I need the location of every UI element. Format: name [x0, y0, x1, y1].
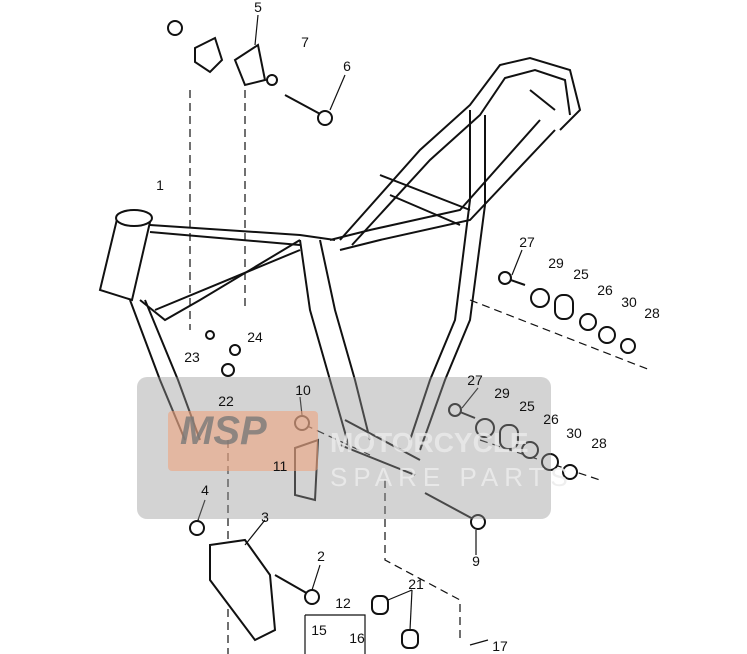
callout-28-lower: 28 — [591, 435, 607, 451]
callout-4: 4 — [201, 482, 209, 498]
callout-7: 7 — [301, 34, 309, 50]
head-tube — [98, 209, 153, 302]
callout-16: 16 — [349, 630, 365, 646]
watermark-line1: MOTORCYCLE — [330, 427, 529, 458]
callout-10: 10 — [295, 382, 311, 398]
callout-30-lower: 30 — [566, 425, 582, 441]
watermark-line2: SPARE PARTS — [330, 462, 574, 492]
callout-24: 24 — [247, 329, 263, 345]
callout-27-lower: 27 — [467, 372, 483, 388]
callout-6: 6 — [343, 58, 351, 74]
callout-26-lower: 26 — [543, 411, 559, 427]
callout-26-upper: 26 — [597, 282, 613, 298]
callout-28-upper: 28 — [644, 305, 660, 321]
callout-2: 2 — [317, 548, 325, 564]
callout-12: 12 — [335, 595, 351, 611]
watermark-logo: MSP — [168, 411, 318, 471]
callout-29-lower: 29 — [494, 385, 510, 401]
callout-17: 17 — [492, 638, 508, 654]
callout-11: 11 — [272, 458, 288, 474]
callout-3: 3 — [261, 509, 269, 525]
callout-30-upper: 30 — [621, 294, 637, 310]
callout-15: 15 — [311, 622, 327, 638]
callout-9: 9 — [472, 553, 480, 569]
callout-29-upper: 29 — [548, 255, 564, 271]
callout-5: 5 — [254, 0, 262, 15]
callout-21: 21 — [408, 576, 424, 592]
hardware-parts — [167, 20, 636, 649]
callout-23: 23 — [184, 349, 200, 365]
frame-tubes — [129, 56, 582, 476]
callout-1: 1 — [156, 177, 164, 193]
callout-25-lower: 25 — [519, 398, 535, 414]
callout-leaders — [197, 14, 523, 654]
watermark-logo-text: MSP — [180, 409, 267, 453]
callout-27-upper: 27 — [519, 234, 535, 250]
callout-25-upper: 25 — [573, 266, 589, 282]
callout-22: 22 — [218, 393, 234, 409]
